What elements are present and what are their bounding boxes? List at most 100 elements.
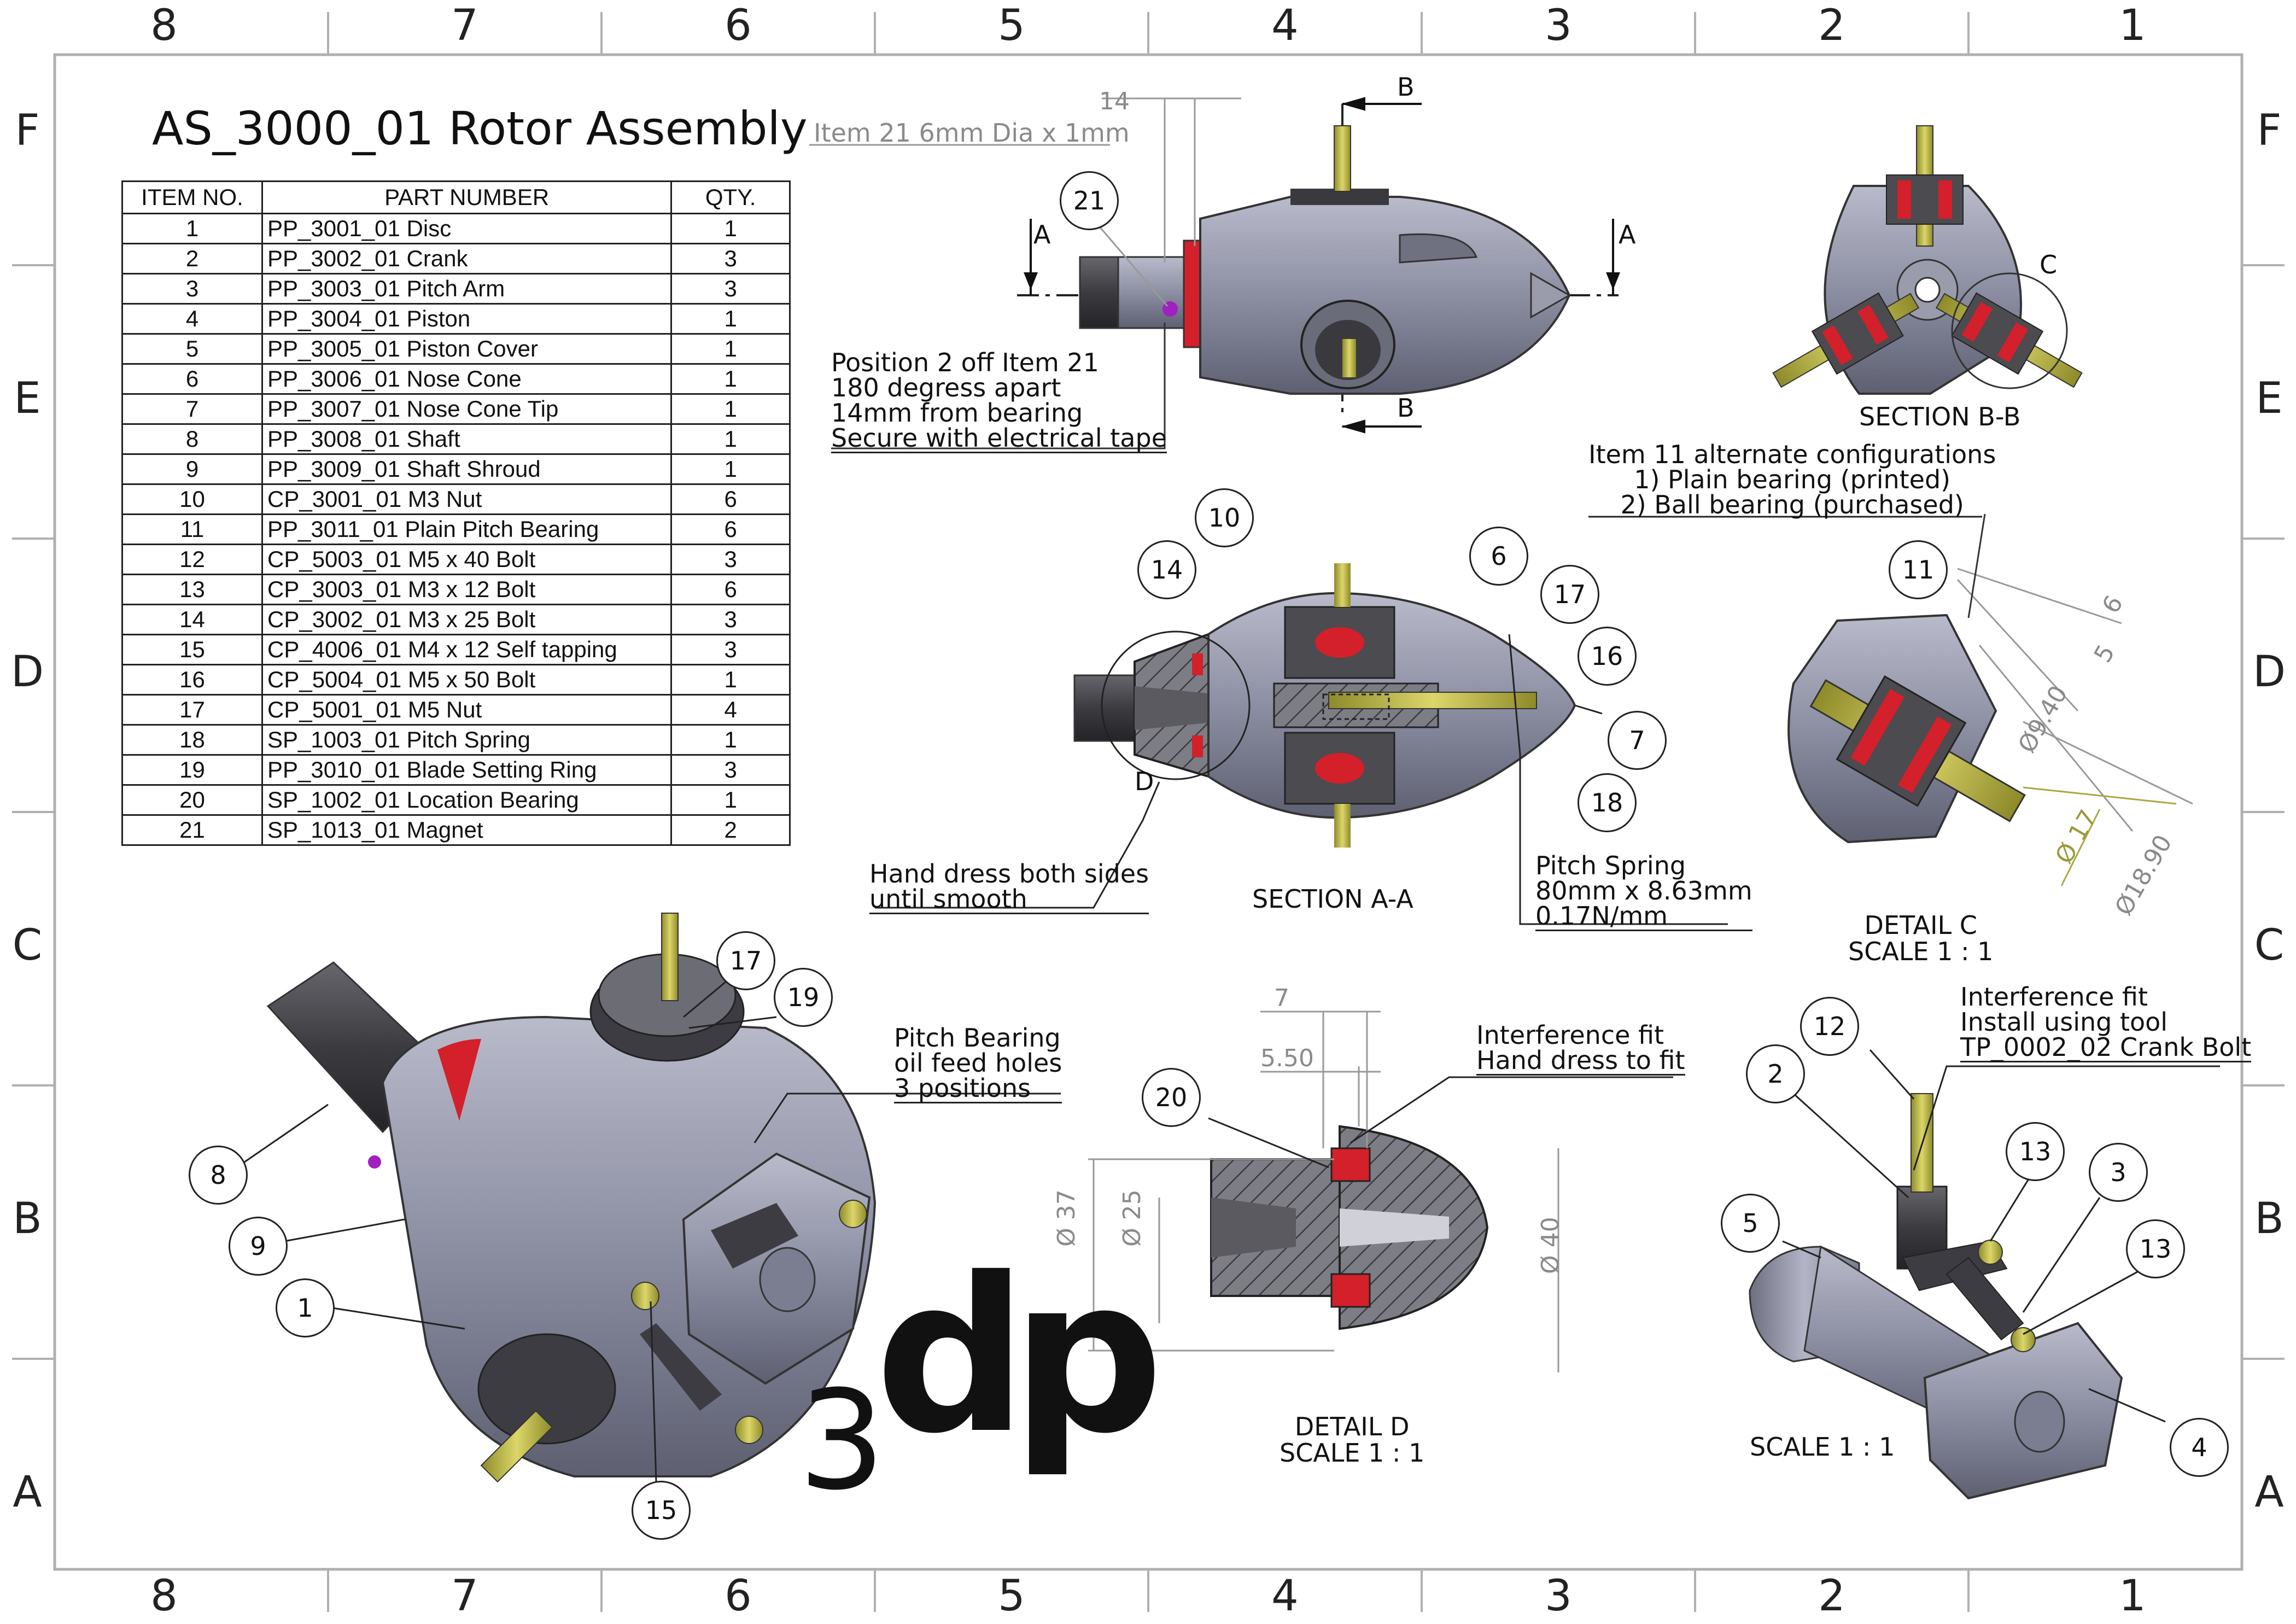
bom-part: SP_1003_01 Pitch Spring xyxy=(261,724,673,756)
balloon-item-12: 12 xyxy=(1800,997,1859,1056)
bom-part: CP_4006_01 M4 x 12 Self tapping xyxy=(261,634,673,665)
logo-letters: dp xyxy=(875,1232,1164,1480)
bom-part: CP_3003_01 M3 x 12 Bolt xyxy=(261,574,673,605)
bom-qty: 1 xyxy=(670,664,791,696)
bom-item: 7 xyxy=(121,393,263,425)
bom-item: 13 xyxy=(121,574,263,605)
bom-qty: 3 xyxy=(670,754,791,786)
cut-label-a-right: A xyxy=(1619,220,1636,249)
note-line: TP_0002_02 Crank Bolt xyxy=(1960,1032,2252,1062)
bom-header-part: PART NUMBER xyxy=(261,180,673,214)
bom-part: PP_3006_01 Nose Cone xyxy=(261,363,673,395)
bom-qty: 6 xyxy=(670,483,791,515)
bom-part: CP_5001_01 M5 Nut xyxy=(261,694,673,726)
zone-row-b-right: B xyxy=(2254,1194,2284,1243)
note-position-magnets: Position 2 off Item 21 180 degress apart… xyxy=(831,350,1167,453)
balloon-item-4: 4 xyxy=(2170,1418,2229,1477)
bom-qty: 3 xyxy=(670,273,791,305)
balloon-item-2: 2 xyxy=(1746,1044,1805,1103)
bom-part: PP_3007_01 Nose Cone Tip xyxy=(261,393,673,425)
zone-col-3-top: 3 xyxy=(1545,1,1572,50)
balloon-item-8: 8 xyxy=(189,1146,248,1205)
cut-label-b-bottom: B xyxy=(1397,393,1415,423)
bom-part: SP_1013_01 Magnet xyxy=(261,814,673,846)
note-line: oil feed holes xyxy=(894,1048,1062,1078)
bom-item: 21 xyxy=(121,814,263,846)
zone-row-d-left: D xyxy=(10,647,44,697)
bom-part: PP_3009_01 Shaft Shroud xyxy=(261,453,673,485)
dimension-14: 14 xyxy=(1099,87,1130,115)
balloon-item-5: 5 xyxy=(1721,1194,1780,1253)
balloon-item-20: 20 xyxy=(1142,1068,1201,1127)
zone-row-e-right: E xyxy=(2256,374,2283,423)
bom-item: 2 xyxy=(121,243,263,274)
zone-col-6-bottom: 6 xyxy=(725,1572,752,1621)
zone-col-7-top: 7 xyxy=(451,1,478,50)
top-view-rotor xyxy=(809,97,1620,449)
note-line: Item 11 alternate configurations xyxy=(1588,440,1996,469)
bom-part: PP_3004_01 Piston xyxy=(261,303,673,335)
section-bb-drawing xyxy=(1772,125,2083,395)
zone-ticks xyxy=(12,12,2285,1612)
bom-part: CP_5003_01 M5 x 40 Bolt xyxy=(261,544,673,575)
caption-detail-d: DETAIL D SCALE 1 : 1 xyxy=(1280,1413,1424,1466)
caption-line: DETAIL D xyxy=(1294,1412,1410,1441)
bom-qty: 1 xyxy=(670,213,791,244)
bom-item: 3 xyxy=(121,273,263,305)
zone-col-1-top: 1 xyxy=(2119,1,2146,50)
note-interference-detail-d: Interference fit Hand dress to fit xyxy=(1476,1023,1685,1076)
bom-item: 16 xyxy=(121,664,263,696)
bom-qty: 1 xyxy=(670,724,791,756)
bom-part: CP_3002_01 M3 x 25 Bolt xyxy=(261,604,673,635)
zone-col-4-bottom: 4 xyxy=(1271,1572,1299,1621)
cut-label-a-left: A xyxy=(1033,220,1051,249)
zone-row-f-right: F xyxy=(2257,106,2282,155)
drawing-title: AS_3000_01 Rotor Assembly xyxy=(152,102,808,155)
detail-d-drawing xyxy=(1088,1010,1673,1372)
bom-item: 12 xyxy=(121,544,263,575)
zone-col-8-bottom: 8 xyxy=(150,1572,178,1621)
note-line: Hand dress to fit xyxy=(1476,1045,1685,1076)
bom-item: 9 xyxy=(121,453,263,485)
bom-part: PP_3008_01 Shaft xyxy=(261,423,673,455)
balloon-item-15: 15 xyxy=(632,1481,691,1540)
note-line: Pitch Spring xyxy=(1535,851,1686,880)
bom-item: 6 xyxy=(121,363,263,395)
note-item21-dimension: Item 21 6mm Dia x 1mm xyxy=(814,118,1130,148)
balloon-item-13-lower: 13 xyxy=(2126,1219,2185,1278)
bom-qty: 1 xyxy=(670,333,791,365)
note-line: 1) Plain bearing (printed) xyxy=(1634,465,1951,494)
balloon-item-1: 1 xyxy=(276,1278,335,1337)
bom-item: 17 xyxy=(121,694,263,726)
balloon-item-9: 9 xyxy=(229,1217,288,1276)
zone-col-1-bottom: 1 xyxy=(2119,1572,2146,1621)
bom-item: 8 xyxy=(121,423,263,455)
bom-qty: 3 xyxy=(670,634,791,665)
balloon-item-3: 3 xyxy=(2089,1143,2148,1202)
note-line: Interference fit xyxy=(1476,1020,1664,1050)
bom-qty: 1 xyxy=(670,363,791,395)
zone-row-a-left: A xyxy=(13,1468,42,1517)
zone-col-2-top: 2 xyxy=(1818,1,1845,50)
bom-qty: 6 xyxy=(670,513,791,545)
bom-item: 19 xyxy=(121,754,263,786)
zone-col-4-top: 4 xyxy=(1271,1,1299,50)
bom-item: 1 xyxy=(121,213,263,244)
bom-qty: 3 xyxy=(670,243,791,274)
bom-qty: 1 xyxy=(670,303,791,335)
bom-qty: 3 xyxy=(670,604,791,635)
cut-label-b-top: B xyxy=(1397,72,1415,102)
isometric-rotor-drawing xyxy=(240,913,1061,1483)
bom-part: PP_3005_01 Piston Cover xyxy=(261,333,673,365)
